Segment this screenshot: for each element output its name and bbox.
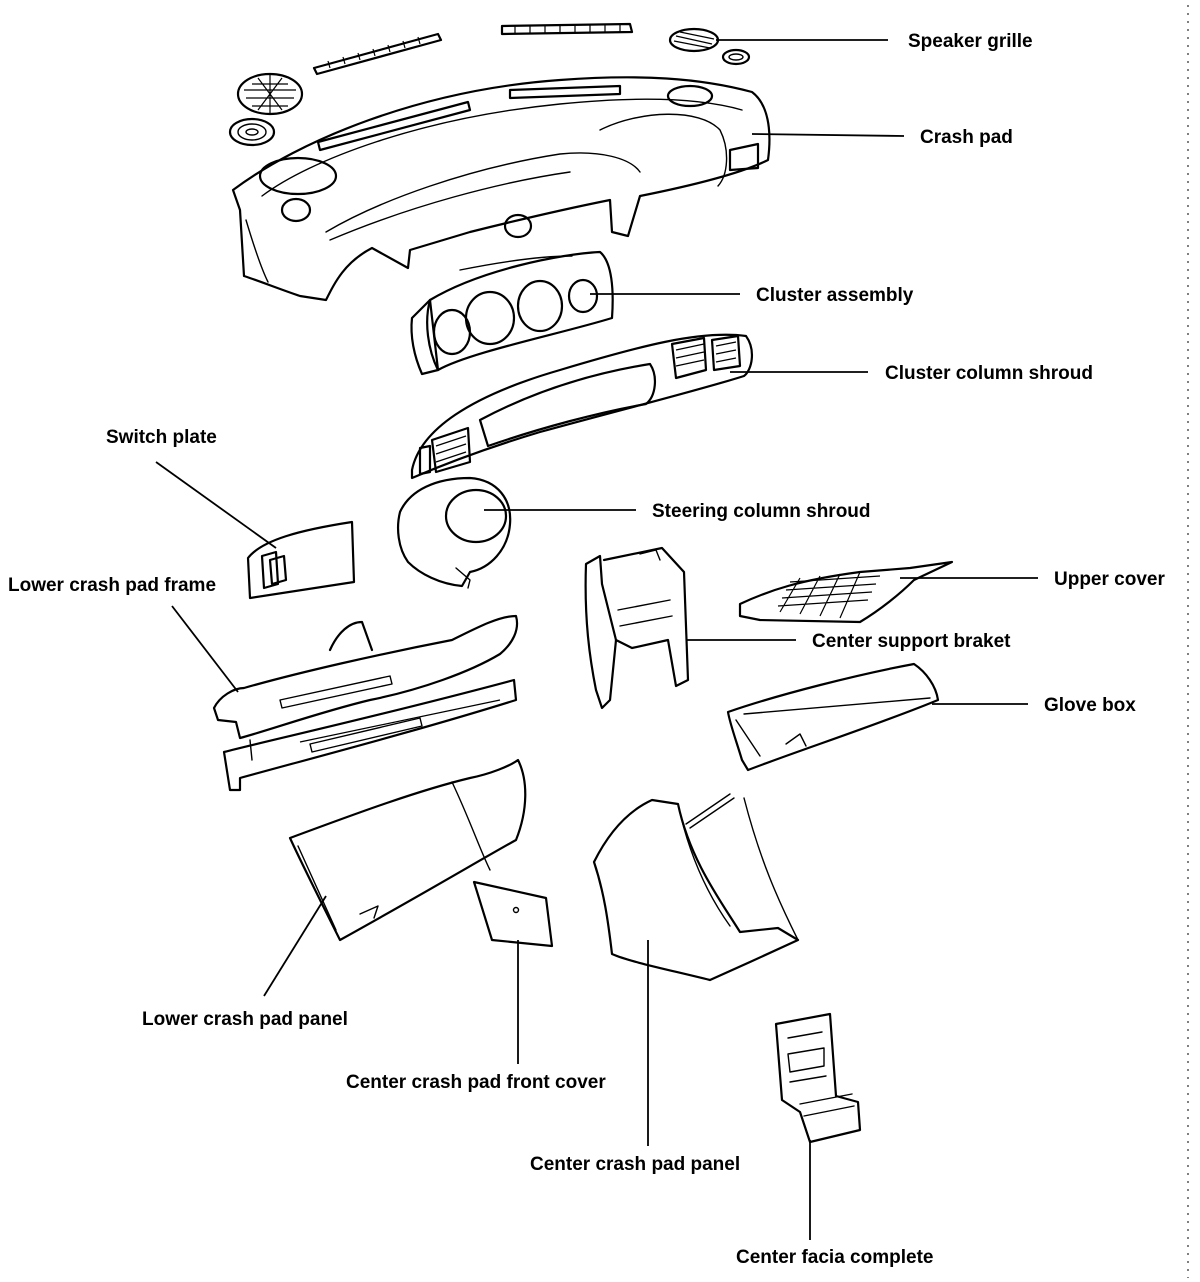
- label-cluster-column-shroud: Cluster column shroud: [885, 363, 1093, 384]
- glove-box-part: [726, 662, 940, 772]
- upper-cover-part: [738, 560, 954, 624]
- cluster-assembly-part: [410, 250, 614, 376]
- speaker-grille-top: [668, 27, 751, 66]
- label-speaker-grille: Speaker grille: [908, 31, 1033, 52]
- lower-crash-pad-panel-part: [288, 758, 527, 942]
- center-crash-pad-panel-part: [592, 793, 800, 982]
- center-support-braket-part: [584, 546, 690, 710]
- lower-crash-pad-frame-part: [212, 614, 519, 792]
- steering-column-shroud-part: [397, 476, 512, 589]
- leader-switch-plate: [155, 461, 277, 549]
- label-crash-pad: Crash pad: [920, 127, 1013, 148]
- switch-plate-part: [246, 520, 356, 600]
- center-crash-pad-front-cover-part: [472, 880, 554, 948]
- label-glove-box: Glove box: [1044, 695, 1136, 716]
- label-center-support-braket: Center support braket: [812, 631, 1011, 652]
- label-center-crash-pad-front-cover: Center crash pad front cover: [346, 1072, 606, 1093]
- defroster-grille-left: [312, 32, 443, 76]
- label-lower-crash-pad-frame: Lower crash pad frame: [8, 575, 216, 596]
- leader-lower-crash-pad-frame: [171, 605, 239, 693]
- cluster-column-shroud-part: [410, 333, 753, 480]
- label-switch-plate: Switch plate: [106, 427, 217, 448]
- label-cluster-assembly: Cluster assembly: [756, 285, 914, 306]
- label-steering-column-shroud: Steering column shroud: [652, 501, 871, 522]
- speaker-grille-left: [228, 72, 304, 147]
- leader-lower-crash-pad-panel: [263, 895, 327, 997]
- crash-pad-part: [231, 76, 771, 302]
- center-facia-complete-part: [774, 1012, 862, 1144]
- leader-crash-pad: [751, 133, 905, 137]
- label-center-facia-complete: Center facia complete: [736, 1247, 933, 1268]
- defroster-grille-center: [500, 22, 634, 36]
- label-upper-cover: Upper cover: [1054, 569, 1165, 590]
- label-center-crash-pad-panel: Center crash pad panel: [530, 1154, 740, 1175]
- label-lower-crash-pad-panel: Lower crash pad panel: [142, 1009, 348, 1030]
